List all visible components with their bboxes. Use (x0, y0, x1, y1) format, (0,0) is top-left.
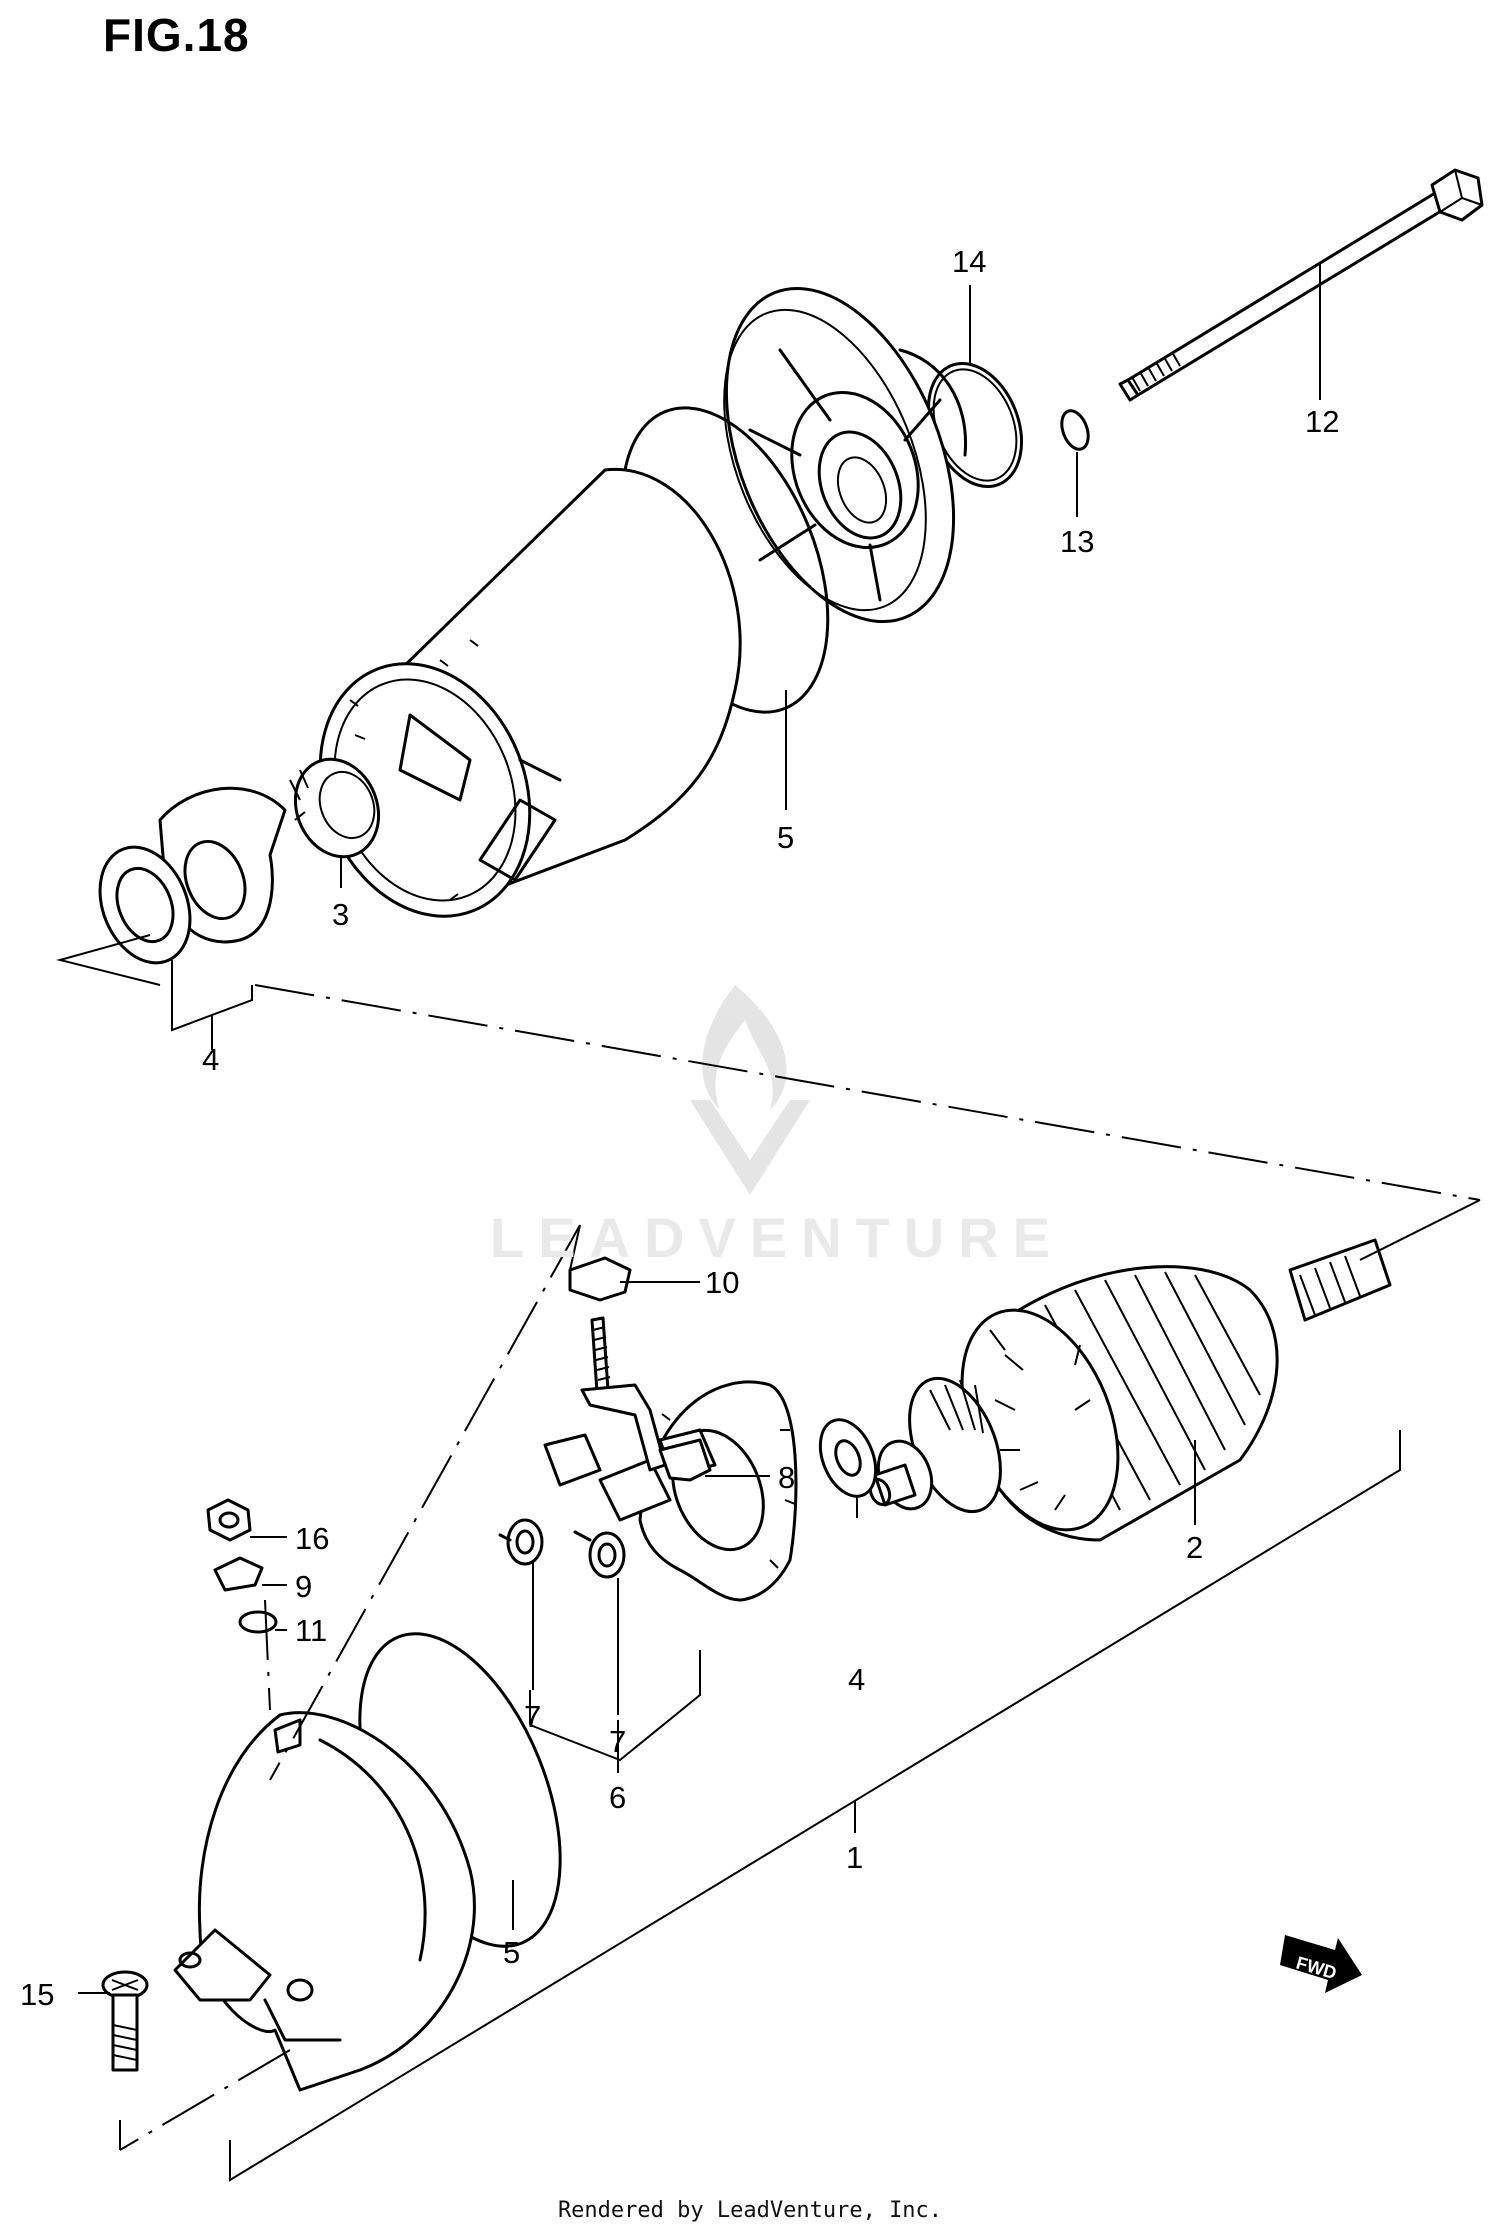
watermark-logo (690, 985, 810, 1195)
nut-16 (206, 1498, 252, 1542)
motor-yoke (318, 467, 742, 918)
callout-14: 14 (952, 244, 986, 279)
armature-2 (868, 1238, 1392, 1542)
callout-2: 2 (1186, 1530, 1203, 1565)
watermark-text: LEADVENTURE (490, 1206, 1065, 1269)
callout-15: 15 (20, 1977, 54, 2012)
callout-1: 1 (846, 1840, 863, 1875)
washer-4-lower (818, 1418, 878, 1498)
callout-9: 9 (295, 1569, 312, 1604)
callout-7a: 7 (524, 1699, 541, 1734)
footer-credit: Rendered by LeadVenture, Inc. (557, 2198, 943, 2223)
washer-9 (213, 1556, 264, 1592)
callout-10: 10 (705, 1265, 739, 1300)
callout-13: 13 (1060, 524, 1094, 559)
assembly-lines (56, 934, 1481, 2182)
front-cover (173, 1711, 476, 2092)
bearing-3 (289, 757, 381, 859)
callout-16: 16 (295, 1521, 329, 1556)
shim-set-4-upper (98, 786, 287, 965)
callout-11: 11 (295, 1613, 327, 1648)
end-housing (723, 286, 968, 624)
o-ring-11 (238, 1610, 278, 1634)
callout-4-upper: 4 (202, 1042, 219, 1077)
callout-3: 3 (332, 897, 349, 932)
callout-5-upper: 5 (777, 820, 794, 855)
leader-lines (78, 262, 1321, 1994)
callout-4-lower: 4 (848, 1662, 865, 1697)
callout-labels: 14 12 13 5 3 4 10 8 16 9 11 2 4 7 7 6 1 … (20, 244, 1339, 2012)
bolt-15 (101, 1970, 149, 2072)
fwd-arrow-icon: FWD (1280, 1935, 1362, 1993)
callout-5-lower: 5 (503, 1935, 520, 1970)
brush-terminal-8 (580, 1316, 712, 1482)
callout-12: 12 (1305, 404, 1339, 439)
figure-title: FIG.18 (103, 9, 250, 61)
callout-6: 6 (609, 1780, 626, 1815)
insulator-10 (568, 1256, 632, 1302)
callout-7b: 7 (609, 1724, 626, 1759)
brush-springs-7 (498, 1518, 626, 1579)
washer-13 (1060, 409, 1090, 451)
brush-holder-plate (543, 1380, 798, 1602)
callout-8: 8 (778, 1460, 795, 1495)
through-bolt-12 (1118, 168, 1484, 402)
